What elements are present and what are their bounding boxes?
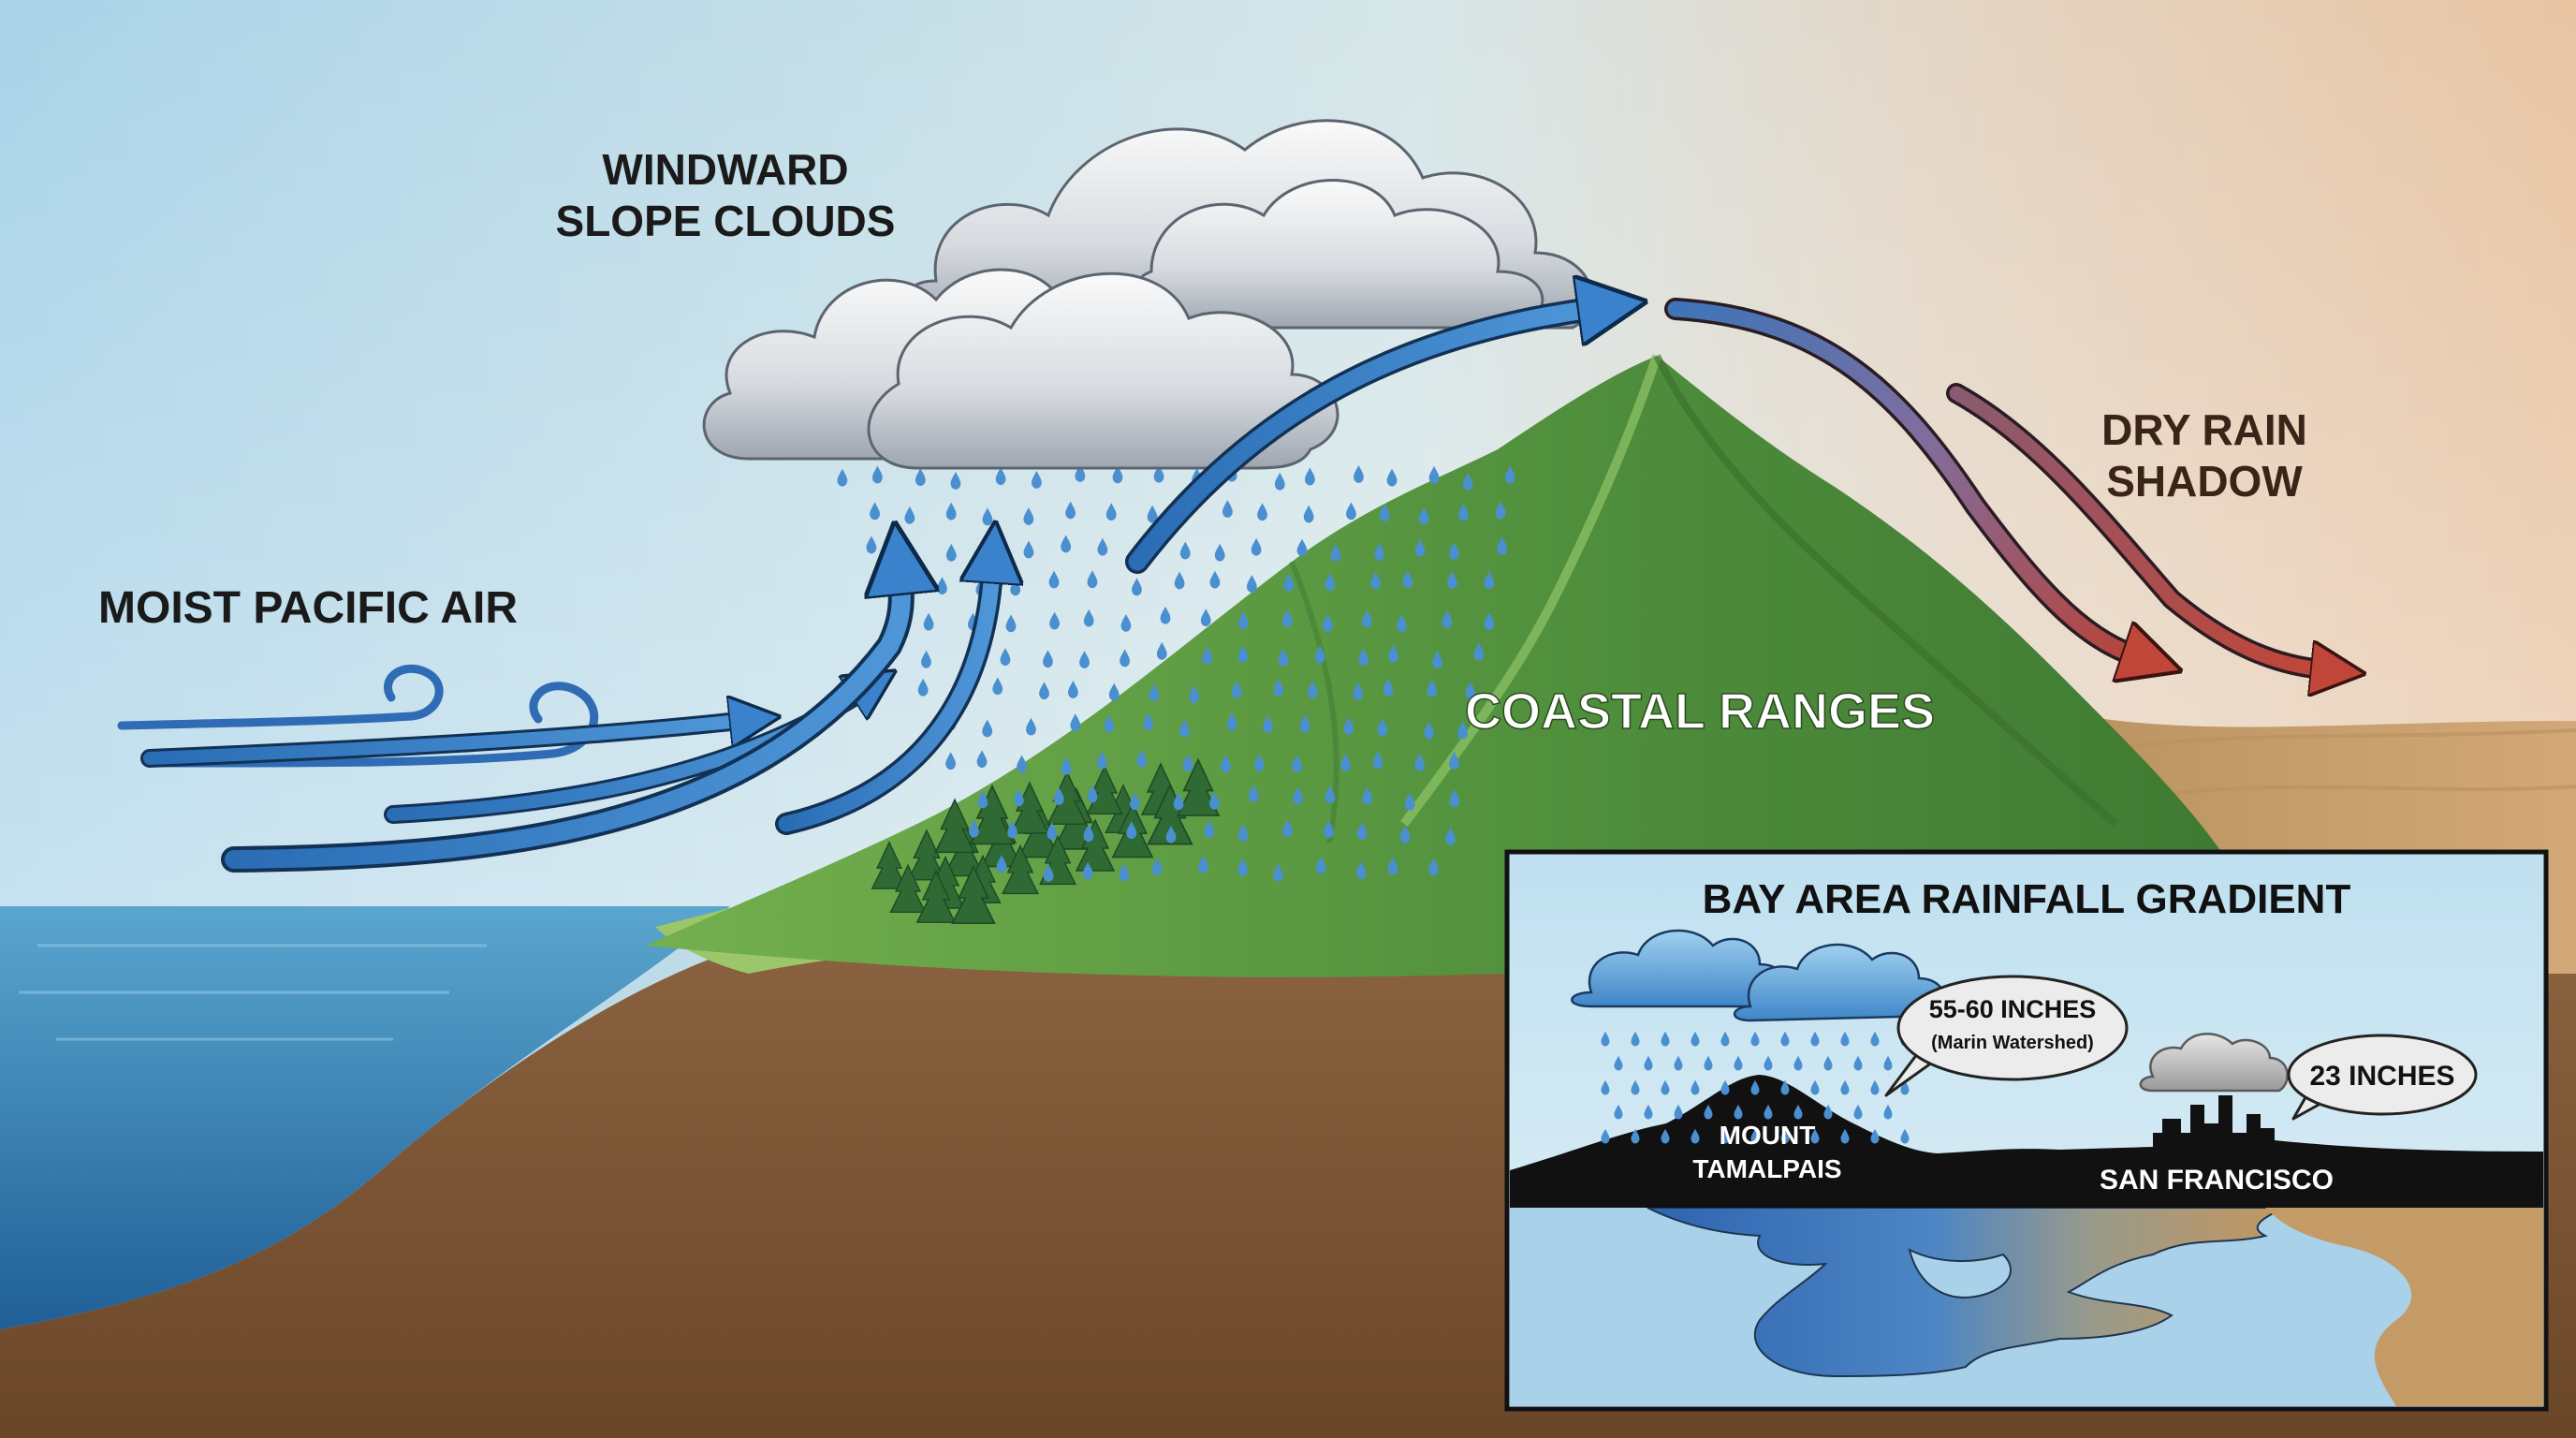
wind-arrow xyxy=(1128,309,1591,571)
cloud-icon xyxy=(867,271,1339,470)
cloud-icon xyxy=(1571,929,1790,1008)
marin-rainfall-value: 55-60 INCHES xyxy=(1929,995,2097,1023)
san-francisco-label: SAN FRANCISCO xyxy=(2100,1165,2334,1196)
pacific-ocean xyxy=(0,906,730,1329)
moist-air-label: MOIST PACIFIC AIR xyxy=(98,583,518,633)
rain-shadow-arrows xyxy=(1664,298,2321,669)
dry-rain-label-line1: DRY RAIN xyxy=(2101,405,2307,454)
wind-arrow xyxy=(143,721,739,765)
cloud-icon xyxy=(1733,943,1947,1022)
wind-arrow xyxy=(778,571,992,832)
dry-rain-label-line2: SHADOW xyxy=(2106,457,2303,506)
coastal-ranges-label: COASTAL RANGES xyxy=(1465,683,1935,740)
wind-swirl-icon xyxy=(117,664,599,768)
mount-tamalpais-label-line1: MOUNT xyxy=(1720,1121,1816,1150)
cloud-icon xyxy=(2139,1033,2289,1093)
windward-label-line1: WINDWARD xyxy=(602,145,848,194)
descending-arrow xyxy=(1667,301,2134,655)
wind-arrow xyxy=(225,580,901,869)
sf-rainfall-callout: 23 INCHES xyxy=(2287,1034,2478,1121)
marin-rainfall-note: (Marin Watershed) xyxy=(1931,1033,2094,1053)
rainfall-gradient-inset: BAY AREA RAINFALL GRADIENT 55-60 INCHES … xyxy=(1504,849,2549,1412)
inset-title: BAY AREA RAINFALL GRADIENT xyxy=(1703,876,2351,922)
moist-air-arrows xyxy=(140,309,1591,873)
descending-arrow xyxy=(1949,386,2321,669)
sf-rainfall-value: 23 INCHES xyxy=(2309,1061,2454,1092)
windward-label-line2: SLOPE CLOUDS xyxy=(556,197,896,245)
marin-rainfall-callout: 55-60 INCHES (Marin Watershed) xyxy=(1884,975,2129,1097)
mount-tamalpais-label-line2: TAMALPAIS xyxy=(1692,1154,1841,1183)
